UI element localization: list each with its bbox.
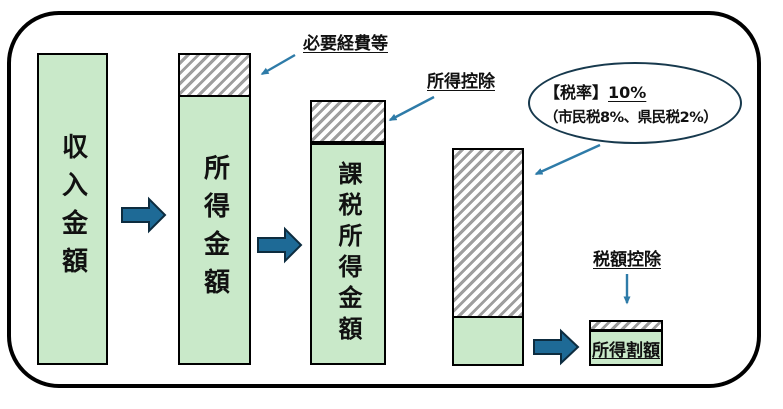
tax-rate-detail: （市民税8%、県民税2%） [544,110,718,126]
gross-income-bar: 所得金額 [178,53,251,365]
tax-rate-hatch [454,150,522,318]
necessary-expenses-label: 必要経費等 [303,34,388,54]
tax-credit-hatch [591,322,661,332]
income-levy-bar: 所得割額 [589,320,663,366]
tax-rate-ellipse: 【税率】10% （市民税8%、県民税2%） [528,62,742,144]
income-amount-label: 収入金額 [57,133,88,285]
taxable-income-label: 課税所得金額 [334,161,362,347]
necessary-expenses-hatch [180,55,249,97]
income-deduction-label: 所得控除 [427,72,495,92]
income-amount-bar: 収入金額 [37,53,108,365]
gross-income-label: 所得金額 [199,154,230,306]
taxable-income-bar: 課税所得金額 [310,100,386,365]
income-deduction-hatch [312,102,384,145]
tax-rate-bar [452,148,524,366]
tax-rate-value: 10% [608,83,647,102]
tax-rate-prefix: 【税率】 [544,83,609,102]
income-levy-label: 所得割額 [592,340,660,361]
tax-credit-label: 税額控除 [593,250,661,270]
